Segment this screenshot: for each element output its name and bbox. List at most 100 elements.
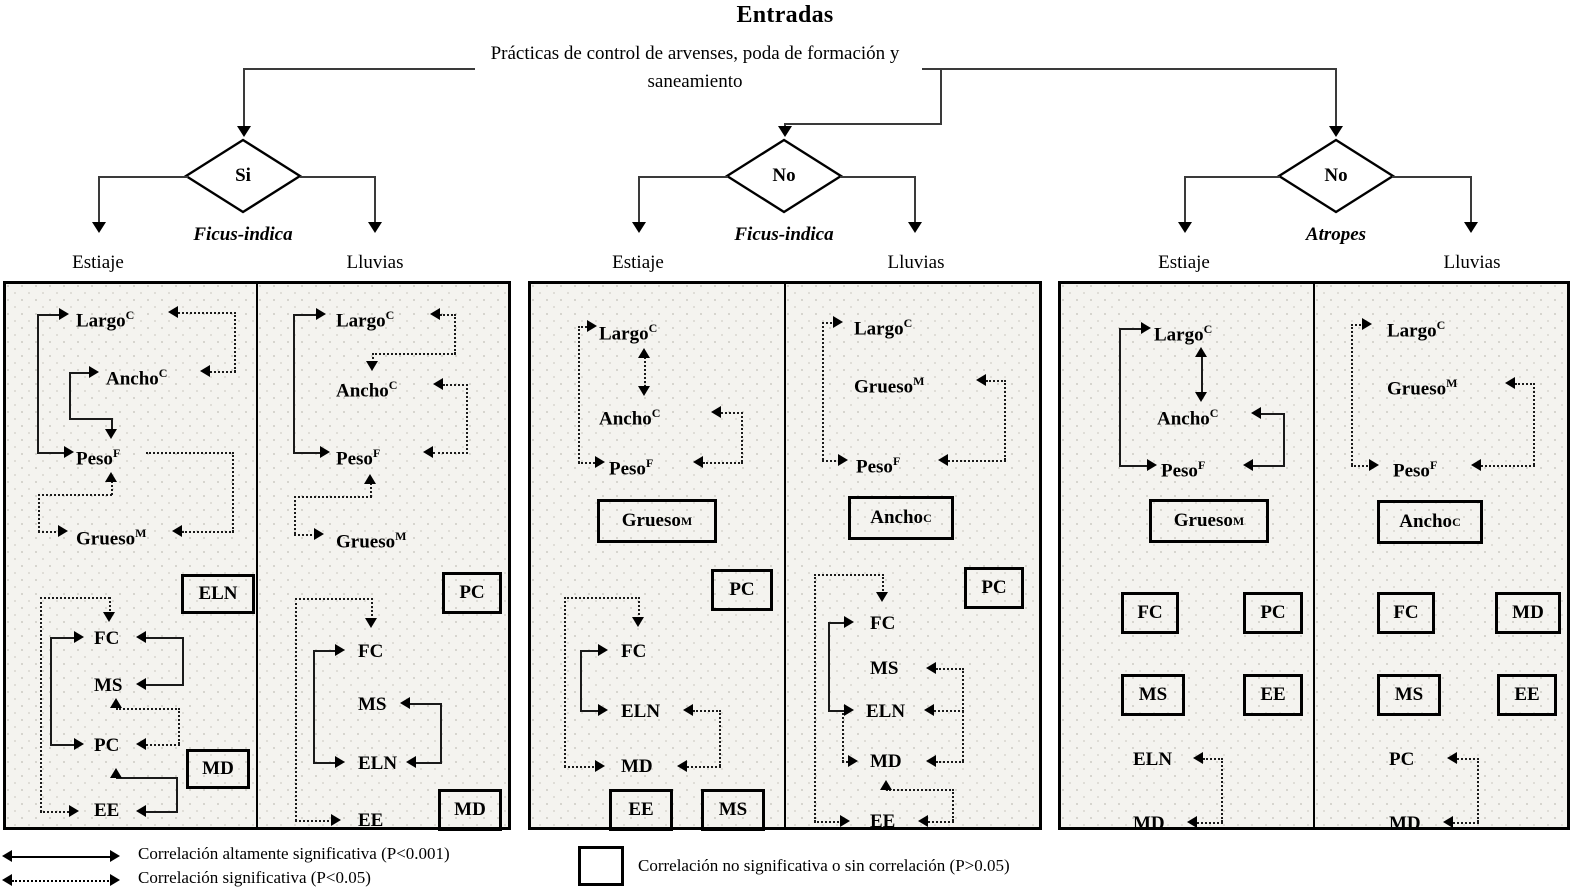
arrowhead [59, 308, 69, 320]
season-label-2-estiaje: Estiaje [612, 252, 664, 273]
arrowhead [595, 456, 605, 468]
boxnode-pc: PC [442, 572, 502, 614]
arrowhead [1443, 816, 1453, 828]
edge-dotted [210, 371, 236, 373]
species-label-2: Ficus-indica [734, 224, 834, 245]
edge-solid [293, 314, 295, 454]
edge-dotted [1351, 324, 1353, 465]
edge-dotted [1203, 758, 1223, 760]
decision-diamond-2: No [725, 138, 843, 214]
branch1-right-vertical [374, 176, 376, 224]
arrowhead [587, 320, 597, 332]
arrowhead [136, 805, 146, 817]
edge-solid [37, 452, 67, 454]
edge-dotted [111, 481, 113, 495]
node-ee: EE [94, 800, 120, 821]
edge-solid [50, 744, 76, 746]
node-label: Grueso [854, 376, 914, 398]
node-grueso: GruesoM [76, 524, 146, 548]
arrowhead [1505, 377, 1515, 389]
connector-left-vertical [243, 68, 245, 128]
edge-dotted [842, 761, 852, 763]
edge-dotted [178, 312, 236, 314]
arrowhead [677, 760, 687, 772]
panel-si-lluvias: LargoC AnchoC PesoF GruesoM [256, 284, 508, 831]
edge-dotted [644, 357, 646, 387]
arrowhead [103, 612, 115, 622]
node-label: Grueso [1387, 378, 1447, 400]
arrowhead [838, 454, 848, 466]
node-sup: C [923, 510, 932, 525]
legend-dotted-line [12, 880, 112, 882]
arrowhead [844, 704, 854, 716]
arrowhead [200, 365, 210, 377]
node-largo: LargoC [854, 314, 912, 338]
node-grueso: GruesoM [854, 372, 924, 396]
node-sup: C [1436, 318, 1446, 332]
edge-dotted [822, 322, 824, 460]
legend-solid-line [12, 856, 112, 858]
node-label: Peso [336, 448, 373, 470]
decision-label-1: Si [235, 165, 251, 186]
edge-dotted [928, 821, 954, 823]
legend-solid-arrow-left [2, 850, 12, 862]
node-sup: C [903, 316, 913, 330]
node-label: Ancho [870, 507, 924, 528]
boxnode-ee: EE [1497, 674, 1557, 716]
edge-solid [828, 622, 830, 710]
arrowhead [918, 815, 928, 827]
arrowhead [844, 616, 854, 628]
node-label: Peso [1161, 460, 1198, 482]
branch1-left-arrow [92, 222, 106, 233]
edge-dotted [578, 462, 598, 464]
edge-dotted [294, 534, 316, 536]
edge-dotted [1477, 758, 1479, 822]
node-label: Ancho [1399, 511, 1453, 532]
edge-solid [1201, 356, 1203, 394]
edge-dotted [38, 531, 60, 533]
edge-dotted [294, 496, 296, 534]
arrowhead [365, 618, 377, 628]
node-ee: EE [358, 810, 384, 831]
edge-dotted [295, 598, 297, 821]
arrowhead [74, 631, 84, 643]
edge-solid [313, 762, 337, 764]
edge-solid [37, 314, 61, 316]
edge-dotted [146, 744, 180, 746]
species-label-3: Atropes [1305, 224, 1367, 245]
node-sup: M [135, 526, 147, 540]
arrowhead [1447, 752, 1457, 764]
connector-right-horizontal [922, 68, 1337, 70]
arrowhead [110, 768, 122, 778]
node-md: MD [621, 756, 653, 777]
edge-dotted [934, 710, 964, 712]
branch3-left-vertical [1184, 176, 1186, 224]
legend: Correlación altamente significativa (P<0… [0, 838, 1570, 896]
arrowhead [400, 697, 410, 709]
root-input-label: Prácticas de control de arvenses, poda d… [490, 43, 900, 92]
legend-dotted-arrow-left [2, 874, 12, 886]
legend-box-label: Correlación no significativa o sin corre… [638, 856, 1010, 875]
node-ms: MS [358, 694, 387, 715]
node-ancho: AnchoC [599, 404, 660, 428]
edge-solid [146, 684, 184, 686]
edge-dotted [986, 380, 1006, 382]
edge-solid [580, 650, 582, 710]
node-peso: PesoF [336, 444, 380, 468]
edge-dotted [638, 597, 640, 619]
arrowhead [320, 446, 330, 458]
node-label: Grueso [1173, 510, 1233, 531]
edge-dotted [719, 710, 721, 766]
node-label: Ancho [1157, 408, 1210, 430]
edge-dotted [578, 326, 590, 328]
edge-dotted [440, 314, 456, 316]
node-label: Ancho [106, 368, 159, 390]
arrowhead [938, 454, 948, 466]
edge-dotted [948, 460, 1006, 462]
edge-dotted [38, 494, 40, 532]
edge-dotted [40, 597, 42, 812]
node-label: Peso [1393, 460, 1430, 482]
